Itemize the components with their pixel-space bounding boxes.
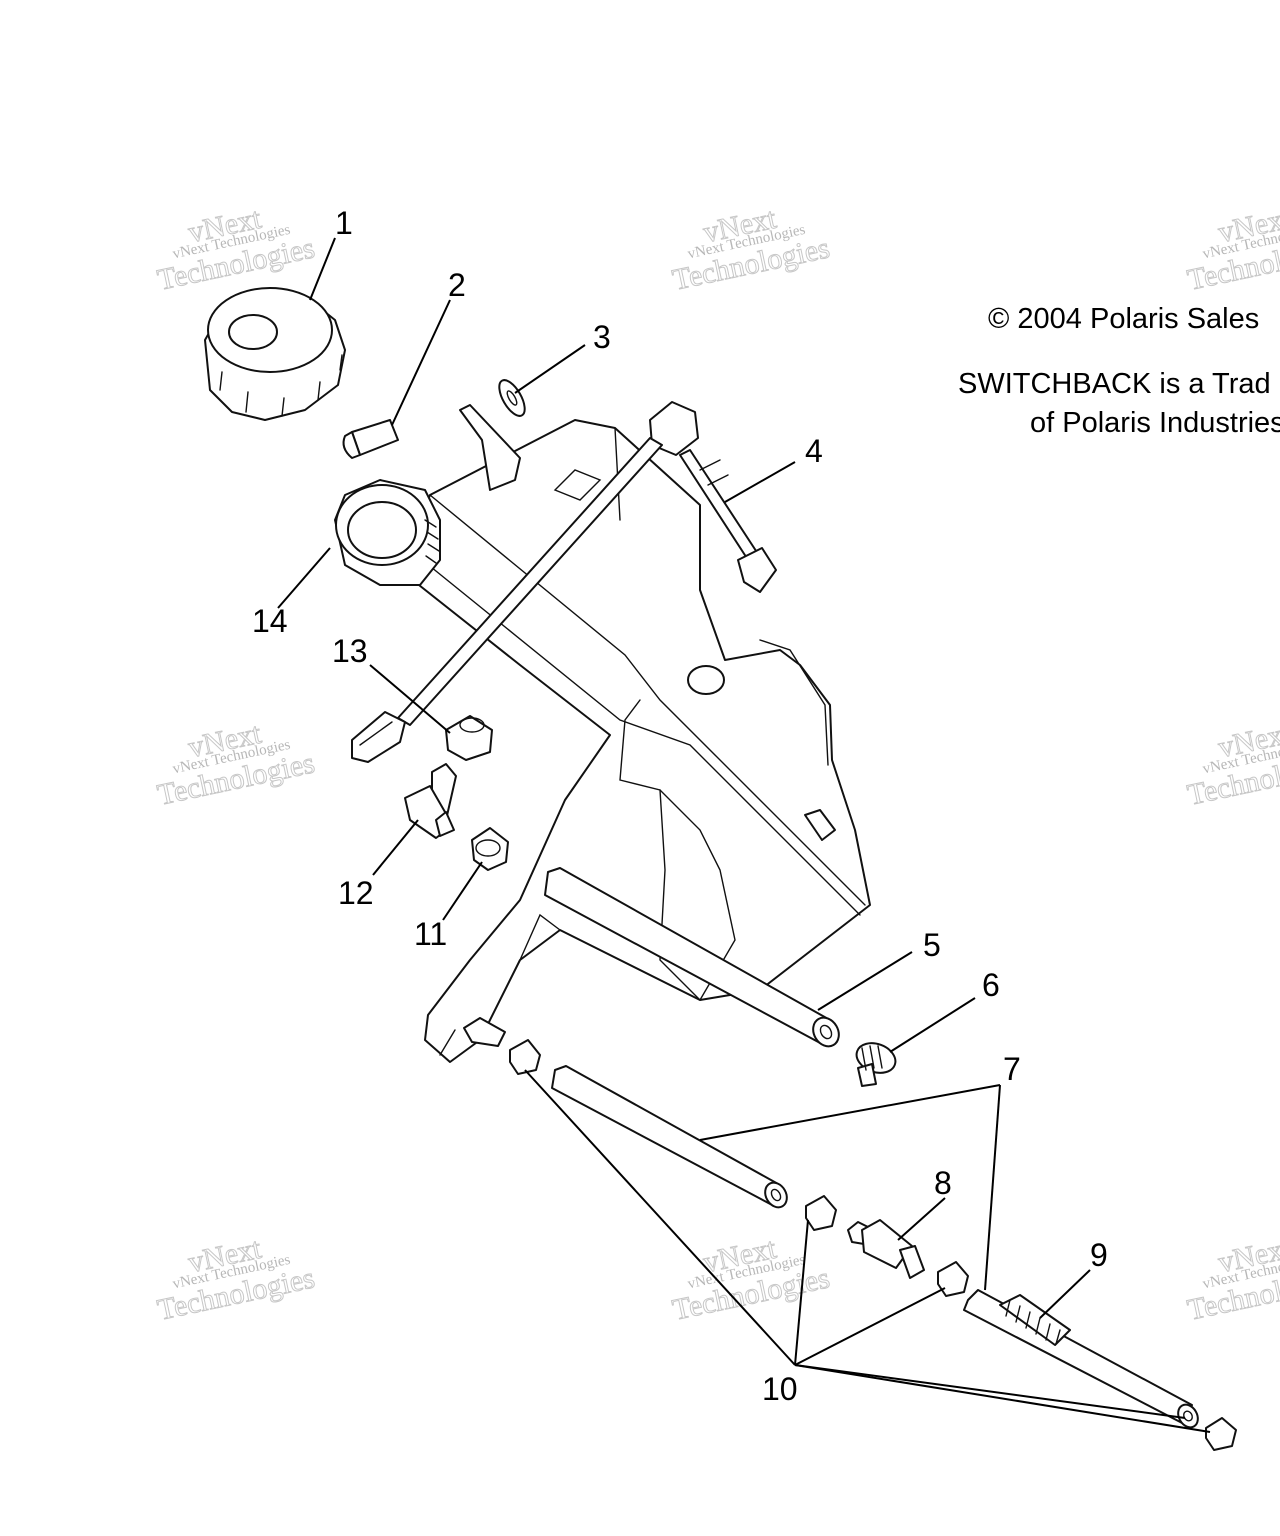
callout-7: 7 xyxy=(1003,1051,1021,1087)
oil-level-sensor xyxy=(649,401,777,593)
callout-10: 10 xyxy=(762,1371,798,1407)
hose-clamp-10-end xyxy=(1205,1417,1237,1451)
watermark-top-center: vNext vNext Technologies Technologies xyxy=(669,201,833,297)
callout-4: 4 xyxy=(805,433,823,469)
sensor-wire xyxy=(351,437,663,763)
callout-6: 6 xyxy=(982,967,1000,1003)
trademark-notice-line2: of Polaris Industries xyxy=(1030,407,1280,439)
callout-1: 1 xyxy=(335,205,353,241)
grommet xyxy=(445,715,493,761)
callout-12: 12 xyxy=(338,875,374,911)
inline-filter xyxy=(847,1219,925,1279)
filler-neck xyxy=(334,479,441,586)
leader-lines xyxy=(277,237,1211,1433)
callout-13: 13 xyxy=(332,633,368,669)
watermark-top-right: vNext vNext Technologies Technologies xyxy=(1184,201,1280,297)
hose-clamp-10-filter-out xyxy=(937,1261,969,1297)
hose-5 xyxy=(544,867,840,1048)
hose-clamp-10-filter-in xyxy=(805,1195,837,1231)
watermark-low-right: vNext vNext Technologies Technologies xyxy=(1184,1231,1280,1327)
watermark-mid-right: vNext vNext Technologies Technologies xyxy=(1184,716,1280,812)
copyright-notice: © 2004 Polaris Sales xyxy=(988,303,1259,335)
hose-7 xyxy=(551,1065,788,1209)
trademark-notice-line1: SWITCHBACK is a Trad xyxy=(958,368,1271,400)
washer xyxy=(498,379,526,417)
callout-8: 8 xyxy=(934,1165,952,1201)
callout-3: 3 xyxy=(593,319,611,355)
callout-11: 11 xyxy=(414,916,447,952)
callout-5: 5 xyxy=(923,927,941,963)
hose-clamp-10-upper xyxy=(509,1039,541,1075)
oil-cap xyxy=(204,287,346,421)
worm-clamp-6 xyxy=(855,1042,897,1087)
oil-tank xyxy=(399,404,871,1063)
watermark-low-left: vNext vNext Technologies Technologies xyxy=(154,1231,318,1327)
hose-9 xyxy=(963,1289,1199,1429)
pin xyxy=(342,419,399,459)
hose-clamp-11 xyxy=(471,827,509,871)
watermark-mid-left: vNext vNext Technologies Technologies xyxy=(154,716,318,812)
callout-14: 14 xyxy=(252,603,288,639)
callout-2: 2 xyxy=(448,267,466,303)
watermark-top-left: vNext vNext Technologies Technologies xyxy=(154,201,318,297)
elbow-fitting xyxy=(404,763,457,839)
callout-9: 9 xyxy=(1090,1237,1108,1273)
